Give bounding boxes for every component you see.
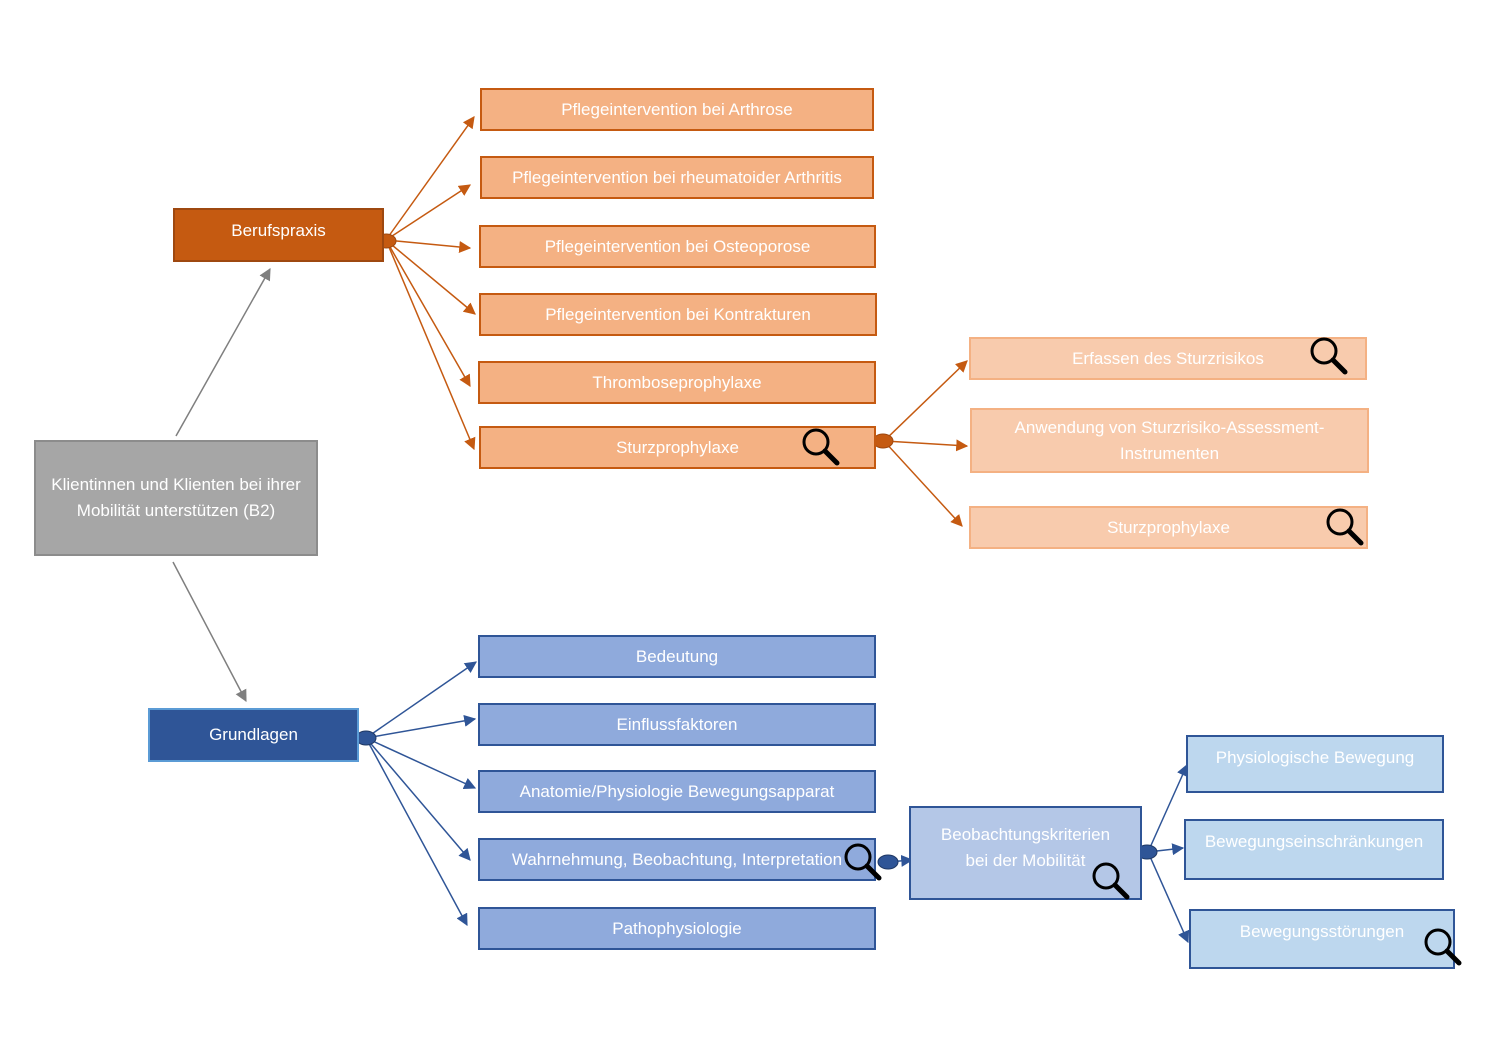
anatomie-node: Anatomie/Physiologie Bewegungsapparat — [478, 770, 876, 813]
thrombose-label: Thromboseprophylaxe — [592, 372, 762, 392]
einschraenkungen-label: Bewegungseinschränkungen — [1204, 832, 1424, 851]
rheuma-node: Pflegeintervention bei rheumatoider Arth… — [480, 156, 874, 199]
bedeutung-label: Bedeutung — [635, 646, 719, 666]
magnifier-icon[interactable] — [1422, 926, 1462, 966]
osteoporose-label: Pflegeintervention bei Osteoporose — [544, 236, 811, 256]
kriterien-label: Beobachtungskriterien bei der Mobilität — [940, 825, 1111, 870]
wahrnehmung-node: Wahrnehmung, Beobachtung, Interpretation — [478, 838, 876, 881]
patho-node: Pathophysiologie — [478, 907, 876, 950]
sturzprophylaxe2-label: Sturzprophylaxe — [1107, 517, 1230, 537]
erfassen-node: Erfassen des Sturzrisikos — [969, 337, 1367, 380]
magnifier-icon[interactable] — [842, 841, 882, 881]
osteoporose-node: Pflegeintervention bei Osteoporose — [479, 225, 876, 268]
blue-junction-dot — [877, 854, 899, 870]
blue-arrows — [365, 661, 1190, 944]
orange-junction-dot — [872, 433, 894, 449]
sturzprophylaxe-label: Sturzprophylaxe — [616, 437, 739, 457]
orange-arrows — [385, 116, 969, 527]
anatomie-label: Anatomie/Physiologie Bewegungsapparat — [519, 781, 835, 801]
einfluss-label: Einflussfaktoren — [616, 714, 738, 734]
rheuma-label: Pflegeintervention bei rheumatoider Arth… — [512, 167, 842, 187]
root-node: Klientinnen und Klienten bei ihrer Mobil… — [34, 440, 318, 556]
erfassen-label: Erfassen des Sturzrisikos — [1072, 348, 1264, 368]
magnifier-icon[interactable] — [1324, 506, 1364, 546]
berufspraxis-node: Berufspraxis — [173, 208, 384, 262]
thrombose-node: Thromboseprophylaxe — [478, 361, 876, 404]
kriterien-node: Beobachtungskriterien bei der Mobilität — [909, 806, 1142, 900]
kontrakturen-label: Pflegeintervention bei Kontrakturen — [545, 304, 811, 324]
physio-label: Physiologische Bewegung — [1215, 748, 1415, 767]
stoerungen-node: Bewegungsstörungen — [1189, 909, 1455, 969]
gray-arrows — [172, 267, 271, 703]
arthrose-label: Pflegeintervention bei Arthrose — [561, 99, 793, 119]
patho-label: Pathophysiologie — [612, 918, 742, 938]
physio-node: Physiologische Bewegung — [1186, 735, 1444, 793]
assessment-node: Anwendung von Sturzrisiko-Assessment-Ins… — [970, 408, 1369, 473]
grundlagen-node: Grundlagen — [148, 708, 359, 762]
sturzprophylaxe2-node: Sturzprophylaxe — [969, 506, 1368, 549]
root-label: Klientinnen und Klienten bei ihrer Mobil… — [51, 475, 301, 520]
grundlagen-label: Grundlagen — [209, 725, 298, 744]
einfluss-node: Einflussfaktoren — [478, 703, 876, 746]
blue-junction-dot — [355, 730, 377, 746]
kontrakturen-node: Pflegeintervention bei Kontrakturen — [479, 293, 877, 336]
einschraenkungen-node: Bewegungseinschränkungen — [1184, 819, 1444, 880]
magnifier-icon[interactable] — [1308, 335, 1348, 375]
wahrnehmung-label: Wahrnehmung, Beobachtung, Interpretation — [511, 849, 843, 869]
magnifier-icon[interactable] — [800, 426, 840, 466]
arthrose-node: Pflegeintervention bei Arthrose — [480, 88, 874, 131]
stoerungen-label: Bewegungsstörungen — [1239, 922, 1405, 941]
berufspraxis-label: Berufspraxis — [231, 221, 326, 240]
magnifier-icon[interactable] — [1090, 860, 1130, 900]
bedeutung-node: Bedeutung — [478, 635, 876, 678]
assessment-label: Anwendung von Sturzrisiko-Assessment-Ins… — [1014, 417, 1325, 463]
